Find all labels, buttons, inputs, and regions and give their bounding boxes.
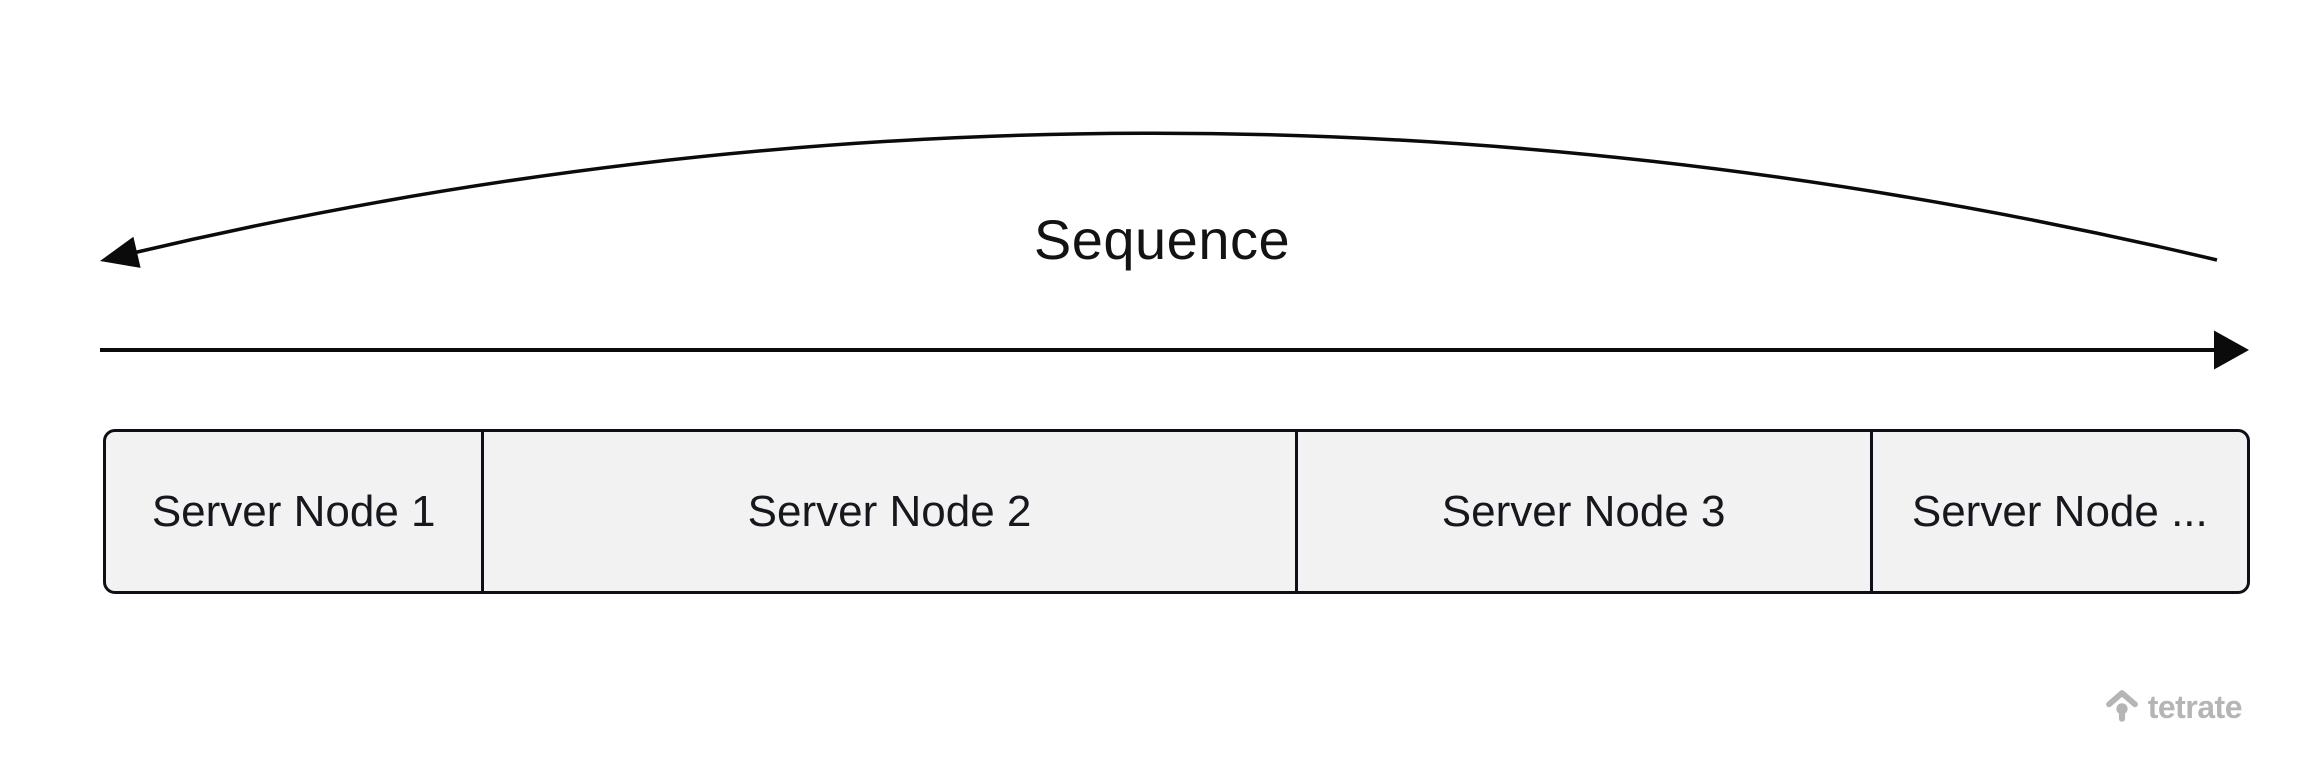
server-node-more: Server Node ...: [1869, 432, 2247, 591]
direction-arrowhead-right-icon: [2214, 330, 2249, 370]
tetrate-logo-icon: [2105, 690, 2138, 722]
server-node-3: Server Node 3: [1294, 432, 1870, 591]
sequence-arc-arrowhead-left-icon: [100, 236, 141, 268]
server-node-1: Server Node 1: [151, 486, 436, 536]
server-node-row: Server Node 1 Server Node 2 Server Node …: [103, 429, 2250, 594]
tetrate-logo-text: tetrate: [2147, 689, 2243, 725]
server-node-2: Server Node 2: [481, 432, 1294, 591]
tetrate-logo: tetrate: [2105, 686, 2243, 726]
sequence-arc-line: [132, 131, 2218, 262]
sequence-label: Sequence: [1033, 208, 1291, 271]
